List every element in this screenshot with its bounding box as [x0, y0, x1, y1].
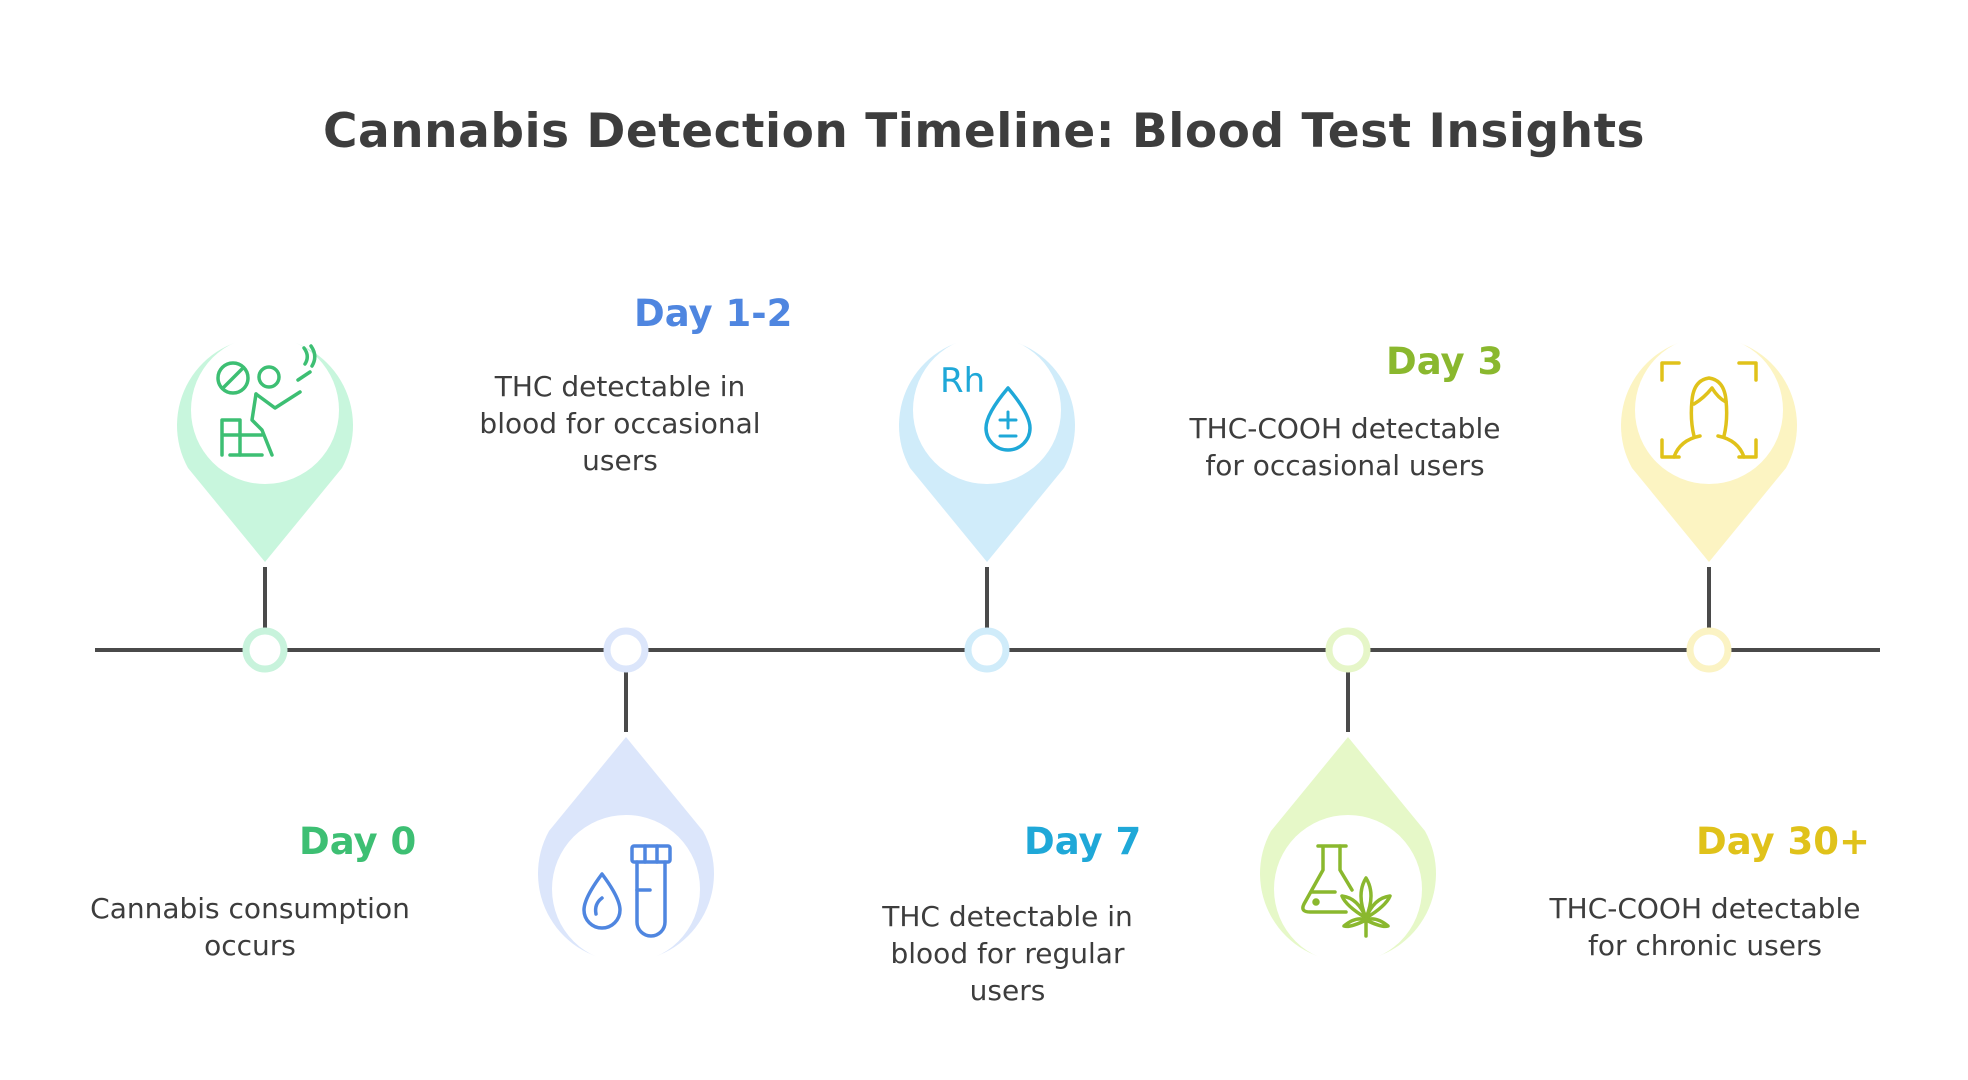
timeline-node-4 [1325, 627, 1371, 673]
step-description-day-7: THC detectable in blood for regular user… [882, 900, 1133, 1007]
timeline-node-3 [964, 627, 1010, 673]
step-description-day-0: Cannabis consumption occurs [90, 892, 410, 962]
timeline-node-2 [603, 627, 649, 673]
step-description-day-1-2: THC detectable in blood for occasional u… [479, 370, 761, 477]
rh-blood-drop-icon: Rh [940, 361, 1032, 452]
step-label-day-0: Day 0 [299, 820, 417, 863]
svg-text:Rh: Rh [940, 361, 985, 401]
marker-pin-1 [177, 336, 353, 562]
marker-pin-3: Rh [899, 336, 1075, 562]
timeline-node-5 [1686, 627, 1732, 673]
person-smoking-icon [216, 344, 317, 457]
marker-pin-4 [1260, 737, 1437, 963]
step-label-day-7: Day 7 [1024, 820, 1142, 863]
face-scan-icon [1660, 361, 1758, 459]
step-label-day-3: Day 3 [1386, 340, 1504, 383]
timeline-node-1 [242, 627, 288, 673]
step-description-day-3: THC-COOH detectable for occasional users [1189, 412, 1501, 482]
step-label-day-1-2: Day 1-2 [634, 292, 793, 335]
marker-pin-5 [1621, 336, 1797, 562]
page-title: Cannabis Detection Timeline: Blood Test … [322, 104, 1646, 159]
step-description-day-30-plus: THC-COOH detectable for chronic users [1549, 892, 1861, 962]
step-label-day-30-plus: Day 30+ [1696, 820, 1871, 863]
marker-pin-2 [538, 737, 715, 963]
lab-flask-cannabis-leaf-icon [1301, 844, 1392, 938]
blood-test-tube-icon [582, 844, 672, 938]
